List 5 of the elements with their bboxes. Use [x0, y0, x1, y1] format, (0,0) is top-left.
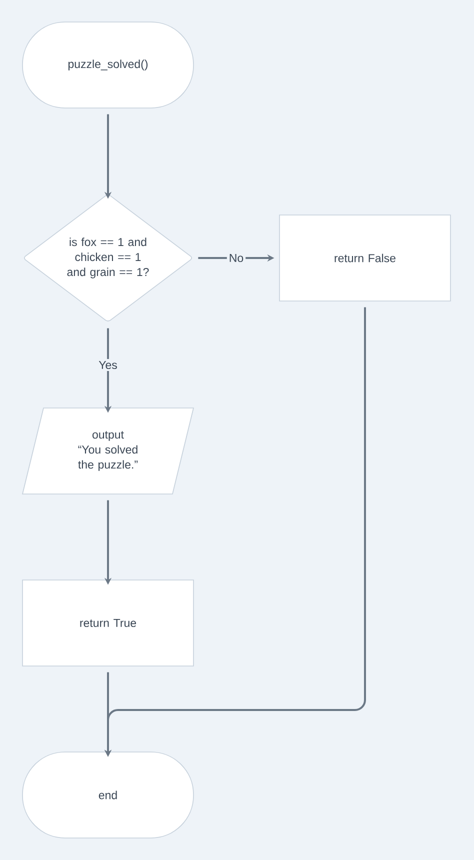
- process-box: return True: [22, 580, 194, 666]
- edge-label: No: [226, 252, 246, 264]
- input-output-parallelogram: output “You solved the puzzle.”: [22, 408, 194, 494]
- edge-label: Yes: [96, 359, 120, 372]
- process-box: return False: [279, 214, 451, 302]
